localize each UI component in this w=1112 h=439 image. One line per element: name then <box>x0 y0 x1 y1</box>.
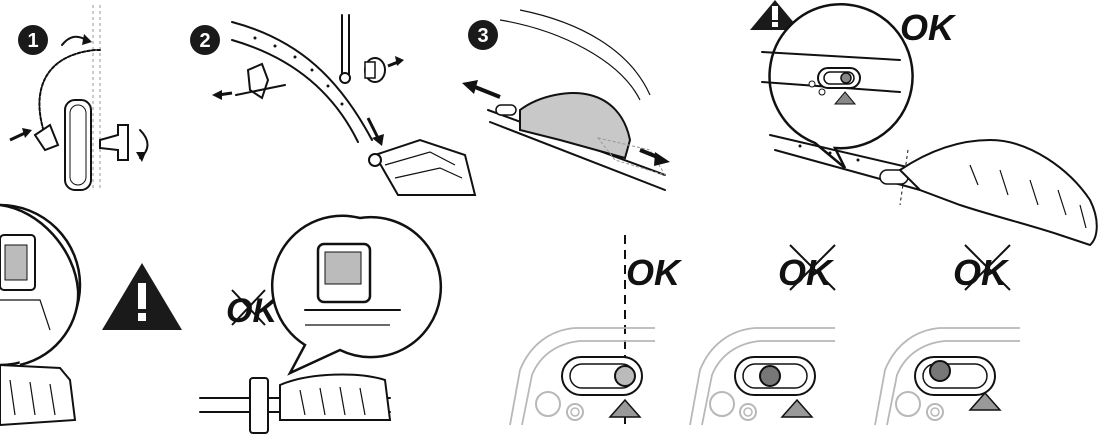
step-2-number: 2 <box>199 30 210 52</box>
warning-icon <box>102 263 182 330</box>
state-wrong-panel-1: OK <box>690 245 835 425</box>
ok-correct-label: OK <box>626 252 683 293</box>
state-wrong-panel-2: OK <box>875 245 1020 425</box>
ok-top-label: OK <box>900 7 957 48</box>
step-1-panel: 1 <box>10 5 148 190</box>
bottom-left-panel <box>0 205 80 425</box>
step-2-panel: 2 <box>190 15 475 195</box>
state-correct-panel: OK <box>510 235 683 430</box>
top-detail-panel: OK <box>750 0 1097 245</box>
bottom-middle-panel: OK <box>200 216 441 433</box>
step-3-panel: 3 <box>462 10 670 190</box>
step-3-number: 3 <box>477 25 488 47</box>
step-1-number: 1 <box>27 30 38 52</box>
